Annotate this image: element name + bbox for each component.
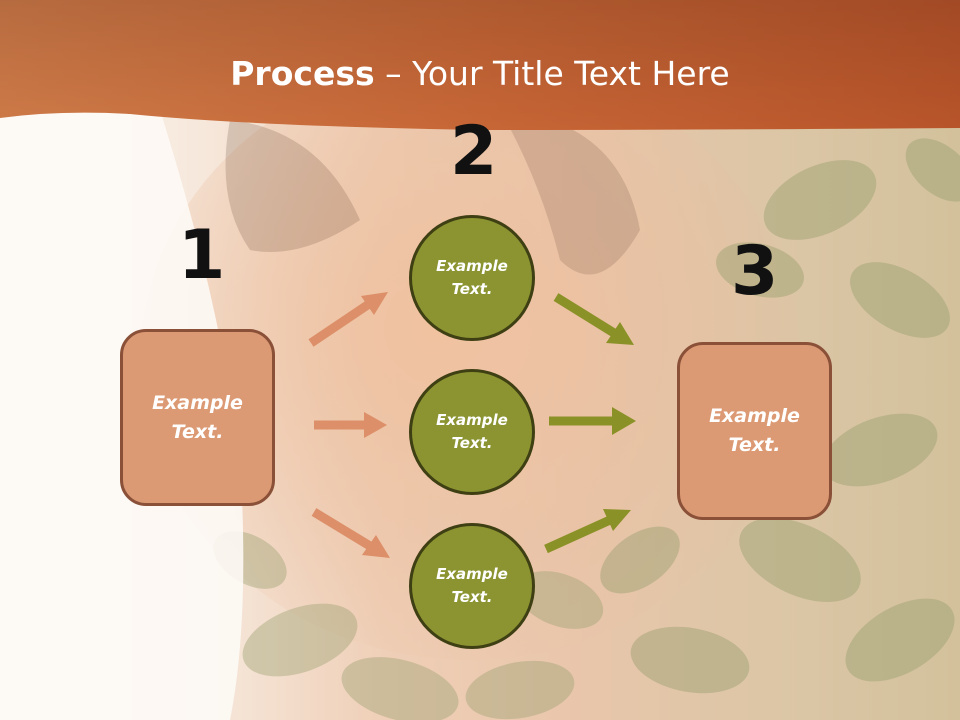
circle-top-label: Example Text. bbox=[436, 257, 508, 298]
right-box-label: Example Text. bbox=[709, 405, 800, 456]
arrow-bottom-to-right bbox=[544, 509, 631, 554]
arrow-middle-to-right bbox=[549, 407, 636, 435]
circle-middle: Example Text. bbox=[409, 369, 535, 495]
step-number-1: 1 bbox=[178, 216, 226, 295]
title-regular: Your Title Text Here bbox=[412, 54, 730, 93]
circle-bottom-label: Example Text. bbox=[436, 565, 508, 606]
step-number-2: 2 bbox=[450, 112, 498, 191]
arrow-left-to-middle bbox=[314, 412, 387, 438]
title-bold: Process bbox=[230, 54, 375, 93]
title-separator: – bbox=[374, 54, 413, 93]
arrow-left-to-top bbox=[308, 292, 388, 347]
circle-middle-label: Example Text. bbox=[436, 411, 508, 452]
slide-title: Process – Your Title Text Here bbox=[0, 52, 960, 96]
arrow-top-to-right bbox=[553, 293, 634, 345]
circle-top: Example Text. bbox=[409, 215, 535, 341]
left-box-label: Example Text. bbox=[152, 391, 243, 443]
circle-bottom: Example Text. bbox=[409, 523, 535, 649]
step-number-3: 3 bbox=[731, 232, 779, 311]
left-process-box: Example Text. bbox=[120, 329, 275, 506]
right-process-box: Example Text. bbox=[677, 342, 832, 520]
arrow-left-to-bottom bbox=[311, 508, 390, 558]
